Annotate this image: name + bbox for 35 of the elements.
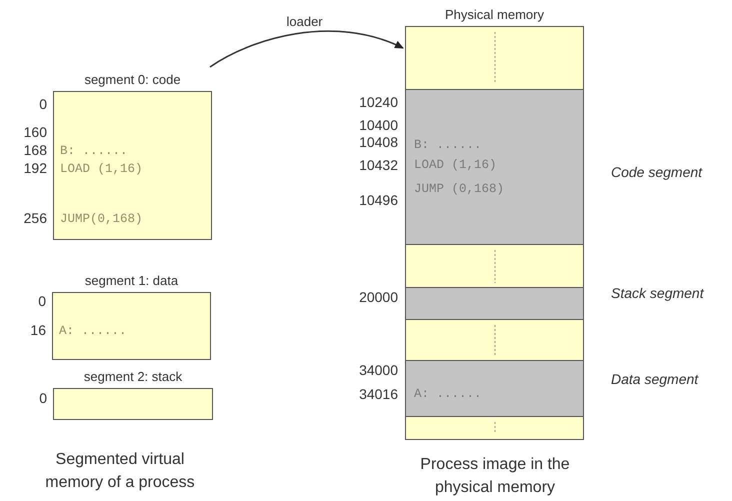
code-line: JUMP (0,168) [414, 181, 504, 197]
address-label: 160 [24, 124, 47, 140]
code-line: LOAD (1,16) [60, 161, 143, 177]
address-label: 10400 [359, 117, 398, 133]
address-label: 20000 [359, 289, 398, 305]
address-label: 10432 [359, 157, 398, 173]
segment-heading: Physical memory [444, 7, 545, 22]
segment-name: Code segment [611, 164, 702, 180]
address-label: 10496 [359, 192, 398, 208]
address-label: 0 [39, 390, 47, 406]
address-label: 0 [38, 293, 46, 309]
address-label: 10408 [359, 134, 398, 150]
caption: Segmented virtual memory of a process [44, 450, 196, 493]
address-label: 16 [30, 322, 46, 338]
segment-heading: segment 1: data [84, 273, 180, 288]
segment-name: Data segment [611, 371, 698, 387]
code-line: LOAD (1,16) [414, 157, 497, 173]
address-label: 0 [39, 96, 47, 112]
address-label: 192 [24, 160, 47, 176]
code-line: A: ...... [414, 386, 482, 402]
curved-arrow [210, 30, 404, 68]
code-line: B: ...... [414, 137, 482, 153]
address-label: 34000 [359, 362, 398, 378]
segment-heading: segment 2: stack [82, 369, 184, 384]
edge-label: loader [284, 14, 325, 29]
code-line: JUMP(0,168) [60, 211, 143, 227]
code-line: A: ...... [59, 323, 127, 339]
segment-name: Stack segment [611, 285, 704, 301]
address-label: 256 [24, 210, 47, 226]
address-label: 34016 [359, 386, 398, 402]
address-label: 10240 [359, 94, 398, 110]
address-label: 168 [24, 142, 47, 158]
segment-heading: segment 0: code [83, 72, 182, 87]
caption: Process image in the physical memory [419, 455, 571, 498]
code-line: B: ...... [60, 143, 128, 159]
